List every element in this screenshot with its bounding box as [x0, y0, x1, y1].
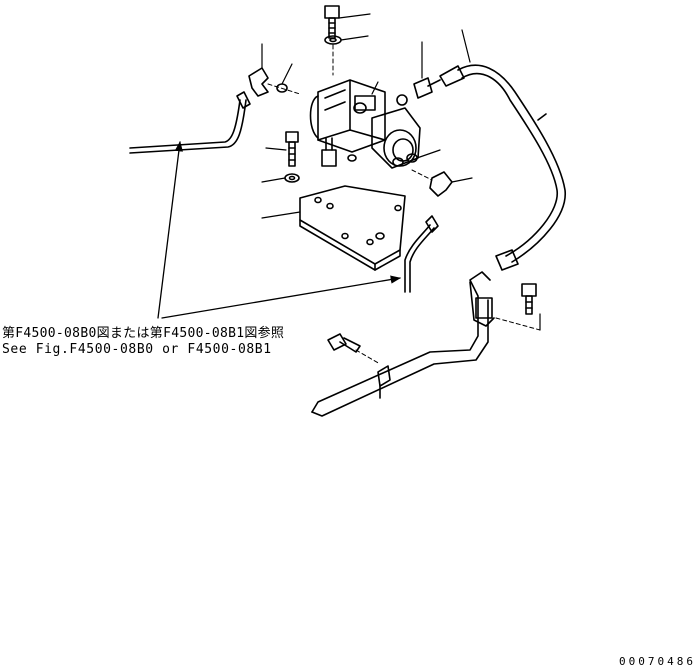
right-connector	[413, 41, 441, 99]
o-ring	[396, 94, 408, 106]
valve-assembly	[309, 79, 441, 169]
reference-note-japanese: 第F4500-08B0図または第F4500-08B1図参照	[2, 326, 285, 341]
lower-bolt	[327, 333, 381, 365]
left-elbow-fitting	[248, 43, 301, 97]
mounting-plate	[261, 185, 406, 271]
right-bolt	[495, 283, 541, 331]
lower-pipe-assembly	[311, 271, 495, 417]
reference-arrows	[157, 140, 402, 319]
reference-note-english: See Fig.F4500-08B0 or F4500-08B1	[2, 342, 272, 357]
top-washer	[324, 35, 369, 76]
mounting-washer	[261, 173, 300, 183]
mounting-bolt	[265, 131, 299, 167]
left-pipe	[129, 91, 251, 154]
top-bolt	[324, 5, 371, 39]
figure-number: 00070486	[619, 655, 696, 668]
middle-pipe	[404, 215, 439, 293]
hydraulic-hose	[439, 29, 566, 271]
right-elbow-fitting	[411, 169, 473, 197]
